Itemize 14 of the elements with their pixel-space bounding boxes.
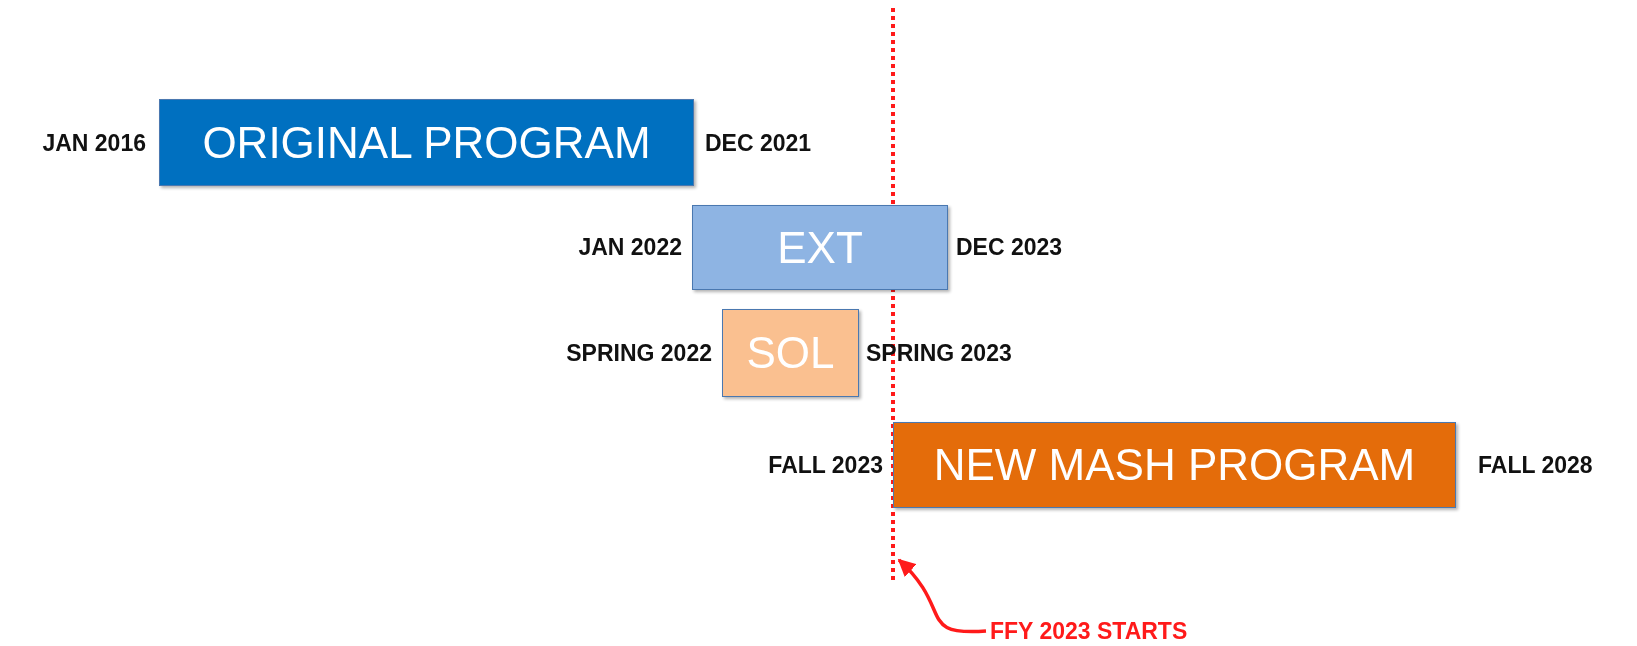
timeline-bar: SOL bbox=[722, 309, 859, 397]
timeline-bar: EXT bbox=[692, 205, 948, 290]
start-date-label: JAN 2022 bbox=[578, 233, 682, 261]
start-date-label: JAN 2016 bbox=[42, 129, 146, 157]
start-date-label: SPRING 2022 bbox=[566, 339, 712, 367]
start-date-label: FALL 2023 bbox=[768, 451, 883, 479]
end-date-label: FALL 2028 bbox=[1478, 451, 1593, 479]
end-date-label: DEC 2021 bbox=[705, 129, 812, 157]
end-date-label: DEC 2023 bbox=[956, 233, 1063, 261]
timeline-bar: NEW MASH PROGRAM bbox=[893, 422, 1456, 508]
end-date-label: SPRING 2023 bbox=[866, 339, 1012, 367]
annotation-text: FFY 2023 STARTS bbox=[990, 617, 1188, 645]
curved-arrow bbox=[897, 558, 987, 634]
timeline-bar: ORIGINAL PROGRAM bbox=[159, 99, 694, 186]
